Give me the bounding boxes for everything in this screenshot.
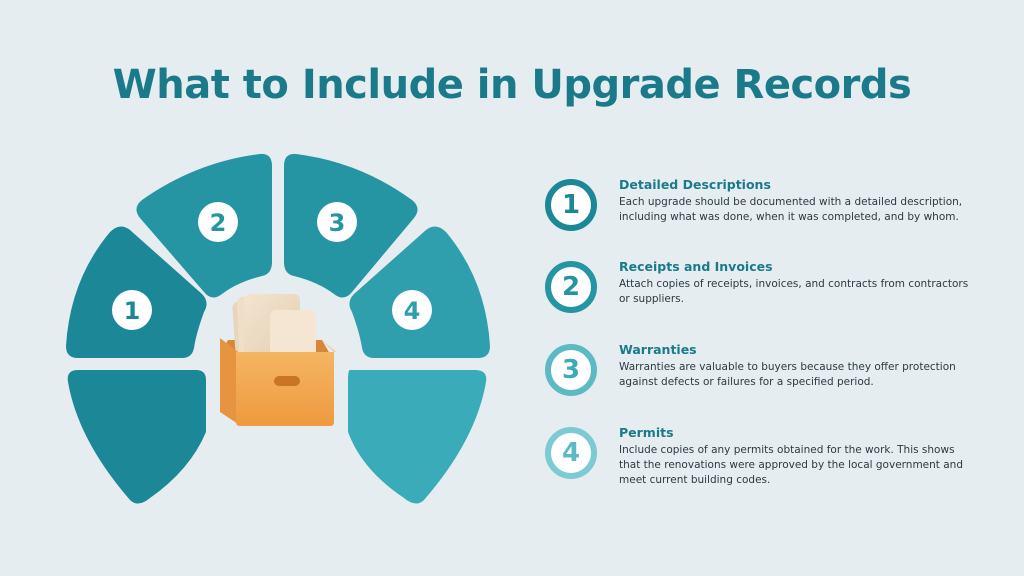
item-text: Detailed Descriptions Each upgrade shoul… [619,176,979,225]
segment-4-number: 4 [404,297,421,325]
item-number-badge: 1 [545,179,597,231]
item-title: Warranties [619,342,697,357]
page-title: What to Include in Upgrade Records [112,62,912,108]
item-number-badge: 4 [545,427,597,479]
item-text: Warranties Warranties are valuable to bu… [619,341,979,390]
wheel-segment-bottom-right [348,370,487,504]
item-description: Each upgrade should be documented with a… [619,196,963,223]
item-description: Include copies of any permits obtained f… [619,444,963,486]
segment-2-number: 2 [210,209,227,237]
item-number-badge: 2 [545,261,597,313]
item-number-badge: 3 [545,344,597,396]
item-title: Detailed Descriptions [619,177,771,192]
item-text: Permits Include copies of any permits ob… [619,424,979,488]
segment-2-number-bg [198,202,238,242]
item-text: Receipts and Invoices Attach copies of r… [619,258,979,307]
file-box-icon [220,294,336,426]
segment-1-number: 1 [124,297,141,325]
segment-3-number: 3 [329,209,346,237]
segment-3-number-bg [317,202,357,242]
segment-4-number-bg [392,290,432,330]
segment-wheel: 1 2 3 4 [66,153,490,504]
item-description: Attach copies of receipts, invoices, and… [619,278,969,305]
item-description: Warranties are valuable to buyers becaus… [619,361,956,388]
item-title: Permits [619,425,674,440]
segment-1-number-bg [112,290,152,330]
item-title: Receipts and Invoices [619,259,773,274]
wheel-segment-bottom-left [67,370,206,504]
